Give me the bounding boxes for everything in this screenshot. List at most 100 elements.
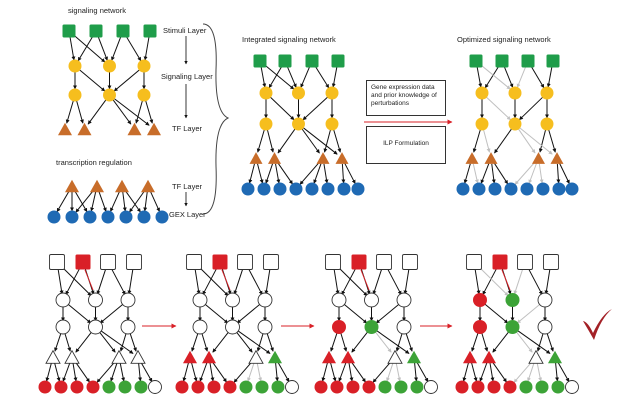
edge-signal-to-tf [191,332,199,352]
edge-tf-to-gene [56,190,70,213]
signaling-node [257,292,273,308]
edge-stimulus-to-signal [544,267,551,295]
edge-signal-to-tf [518,128,536,154]
stimulus-node [126,254,142,270]
edge-signal-to-tf [75,331,93,353]
edge-stimulus-to-signal [60,265,92,297]
edge-signal-to-tf [492,331,510,353]
edge-signal-to-signal [516,303,541,324]
tf-node [341,350,355,364]
signaling-node [68,59,82,73]
gene-node [536,182,550,196]
edge-stimulus-to-signal [194,267,201,295]
edge-stimulus-to-signal [482,267,498,296]
signaling-node [540,86,554,100]
signaling-node [505,293,520,307]
gene-node [102,380,116,394]
edge-stimulus-to-signal [546,66,553,88]
edge-signal-to-tf [256,332,264,352]
signaling-node [103,59,116,73]
decoration-layer [84,23,612,340]
tf-node [528,349,544,364]
edge-signal-to-tf [87,99,107,125]
gene-node [552,182,566,196]
edge-tf-to-gene [493,162,509,185]
stimulus-node [402,254,418,270]
signaling-node [192,319,208,335]
gene-node [487,380,501,394]
signaling-node [225,319,240,335]
gene-expression-box: Gene expression data and prior knowledge… [366,80,446,116]
gene-node [54,380,68,394]
brace-connector [202,23,230,215]
stimulus-node [546,54,560,68]
edge-tf-to-gene [386,362,394,382]
tf-node [407,350,421,364]
signaling-node [259,117,273,131]
label-gex-layer: GEX Layer [169,210,206,219]
edge-signal-to-tf [405,332,413,352]
tf-node [77,122,92,136]
edge-tf-to-gene [463,163,471,184]
signaling-node [225,292,240,308]
edge-tf-to-gene [556,163,561,184]
label-stimuli-layer: Stimuli Layer [163,26,207,35]
gene-node [410,380,424,394]
edge-tf-to-gene [555,362,560,382]
gene-node [47,210,61,224]
edge-stimulus-to-signal [474,267,481,295]
edge-tf-to-gene [277,162,293,185]
edge-signal-to-tf [201,332,209,352]
tf-node [202,350,216,364]
signaling-node [364,292,379,308]
edge-signal-to-tf [515,331,533,353]
edge-signal-to-signal [269,96,295,121]
gene-node [175,380,189,394]
tf-node [268,350,282,364]
gene-node [86,380,100,394]
gene-node [455,380,469,394]
stimulus-node [89,24,103,38]
stimulus-node [75,254,91,270]
edge-stimulus-to-signal [233,267,244,295]
edge-signal-to-tf [277,128,296,154]
stimulus-node [186,254,202,270]
edge-tf-to-gene [489,362,495,382]
edge-signal-to-tf [374,331,392,353]
edge-signal-to-tf [376,330,410,354]
stimulus-node [100,254,116,270]
tf-node [130,349,146,364]
gene-node [239,380,253,394]
stimulus-node [305,54,319,68]
edge-signal-to-tf [471,332,479,352]
edge-stimulus-to-signal [386,267,402,296]
edge-stimulus-to-signal [77,35,94,62]
edge-tf-to-gene [372,361,392,383]
gene-node [119,210,133,224]
gene-node [257,182,271,196]
tf-node [322,350,336,364]
gene-node [241,182,255,196]
edge-tf-to-gene [129,190,145,213]
tf-node [65,179,79,193]
gene-node [321,182,335,196]
edge-signal-to-tf [212,331,230,353]
tf-node [484,152,498,164]
edge-signal-to-tf [536,332,544,352]
edge-signal-to-tf [333,129,342,153]
edge-signal-to-signal [486,96,511,121]
edge-stimulus-to-signal [341,267,357,296]
edge-stimulus-to-signal [65,267,81,296]
tf-node [387,349,403,364]
edge-stimulus-to-signal [480,64,511,90]
signaling-node [192,292,208,308]
gene-node [289,182,303,196]
gene-node [223,380,237,394]
edge-tf-to-gene [74,190,88,213]
title-transcription-regulation: transcription regulation [56,158,132,167]
gene-node [38,380,52,394]
signaling-node [88,292,103,308]
gene-node [155,210,169,224]
edge-stimulus-to-signal [202,267,218,296]
edge-signal-to-signal [343,303,368,324]
